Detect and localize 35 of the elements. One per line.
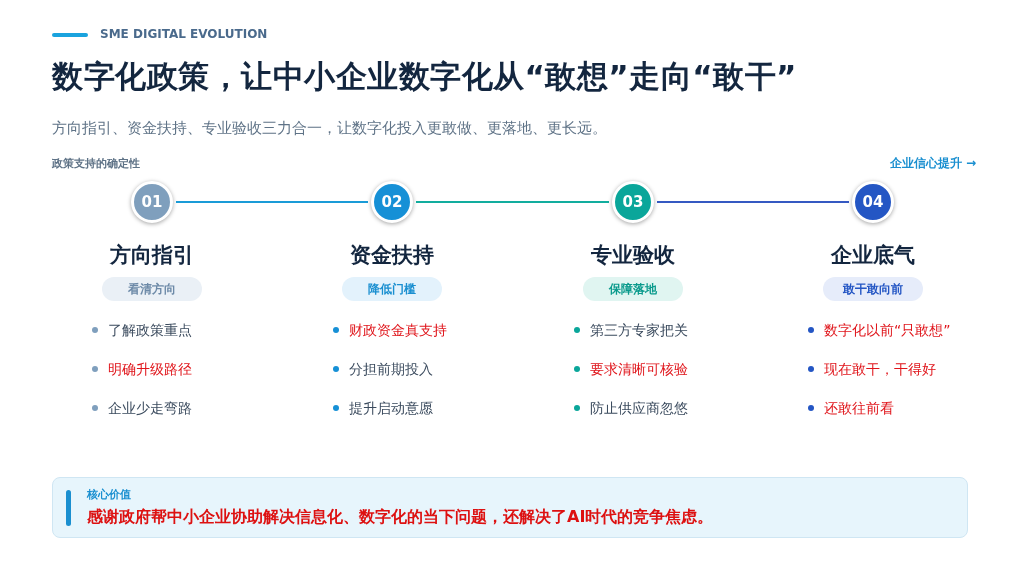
bullet-text: 财政资金真支持: [349, 321, 447, 340]
axis-label: 政策支持的确定性: [52, 156, 140, 171]
bullet-text: 要求清晰可核验: [590, 360, 688, 379]
card-text: 感谢政府帮中小企业协助解决信息化、数字化的当下问题，还解决了AI时代的竞争焦虑。: [87, 507, 714, 528]
bullet-text: 企业少走弯路: [108, 399, 192, 418]
bullet-text: 第三方专家把关: [590, 321, 688, 340]
tag-pill: 保障落地: [583, 277, 683, 301]
tag-pill: 降低门槛: [342, 277, 442, 301]
axis-label: 企业信心提升 →: [889, 155, 976, 172]
column-heading: 企业底气: [830, 242, 916, 269]
kicker-text: SME DIGITAL EVOLUTION: [100, 27, 268, 41]
callout-card: [52, 477, 968, 538]
bullet-text: 分担前期投入: [349, 360, 433, 379]
bullet-text: 了解政策重点: [108, 321, 192, 340]
tag-pill: 敢干敢向前: [823, 277, 923, 301]
bullet-text: 还敢往前看: [824, 399, 894, 418]
column-heading: 资金扶持: [349, 242, 435, 269]
bullet-text: 提升启动意愿: [349, 399, 433, 418]
column-heading: 专业验收: [590, 242, 676, 269]
subtitle: 方向指引、资金扶持、专业验收三力合一，让数字化投入更敢做、更落地、更长远。: [52, 119, 607, 138]
bullet-text: 数字化以前“只敢想”: [824, 321, 951, 340]
step-circle: 04: [852, 181, 894, 223]
bullet-text: 防止供应商忽悠: [590, 399, 688, 418]
connector-line: [656, 201, 850, 203]
step-circle: 01: [131, 181, 173, 223]
column-heading: 方向指引: [109, 242, 195, 269]
step-circle: 02: [371, 181, 413, 223]
connector-line: [175, 201, 369, 203]
step-circle: 03: [612, 181, 654, 223]
tag-pill: 看清方向: [102, 277, 202, 301]
connector-line: [415, 201, 610, 203]
card-heading: 核心价值: [87, 487, 131, 502]
bullet-text: 明确升级路径: [108, 360, 192, 379]
title: 数字化政策，让中小企业数字化从“敢想”走向“敢干”: [52, 57, 797, 96]
bullet-text: 现在敢干，干得好: [824, 360, 936, 379]
